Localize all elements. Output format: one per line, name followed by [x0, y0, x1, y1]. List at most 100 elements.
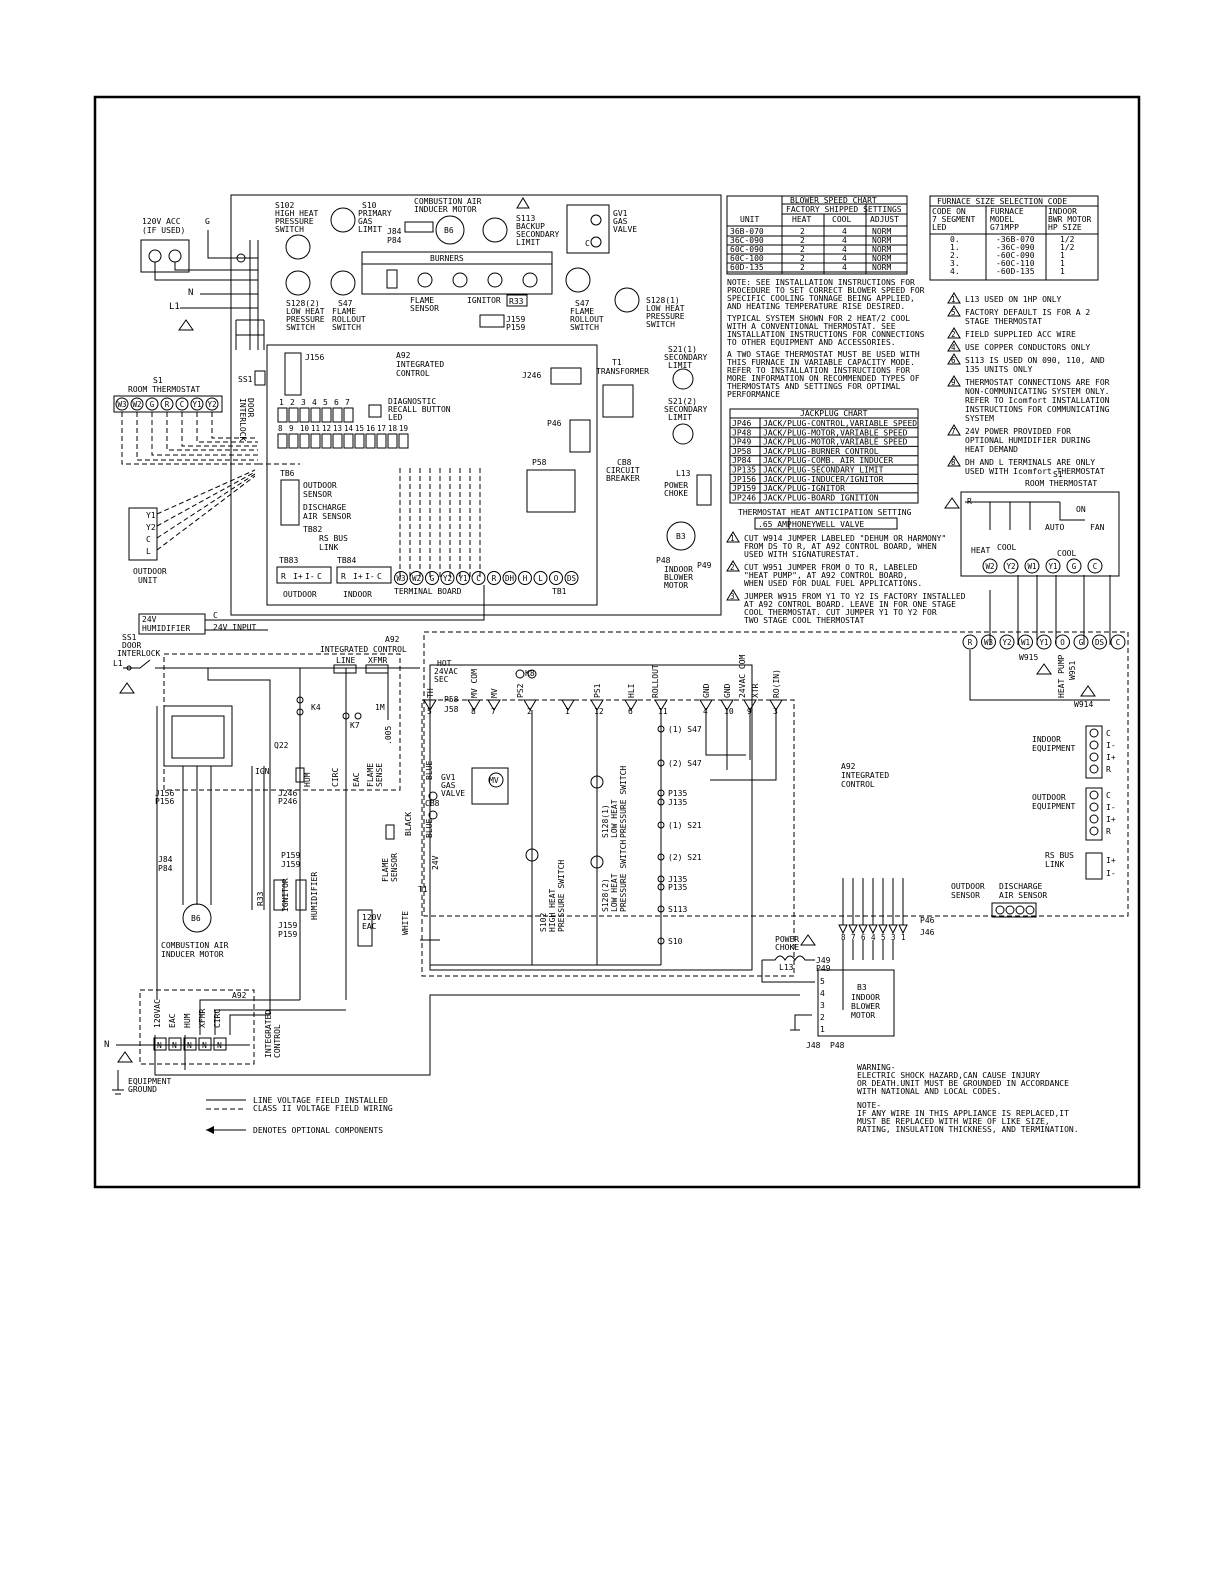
svg-text:P46: P46 — [920, 916, 935, 925]
board-pin — [332, 407, 343, 423]
bottom-term-box — [213, 1037, 227, 1051]
furnace-hp: 1 — [1060, 267, 1065, 276]
note-line: THIS FURNACE IN VARIABLE CAPACITY MODE. — [727, 358, 915, 367]
note-triangle — [947, 305, 961, 317]
note-line: INSTALLATION INSTRUCTIONS FOR CONNECTION… — [727, 330, 925, 339]
jack-id: JP48 — [732, 428, 751, 437]
pin-number: 11 — [658, 707, 668, 716]
pin-label: 24VAC COM — [738, 654, 747, 698]
note-text: "HEAT PUMP", AT A92 CONTROL BOARD, — [744, 571, 908, 580]
svg-text:.65 AMP: .65 AMP — [758, 520, 792, 529]
svg-text:INDOOR: INDOOR — [343, 590, 372, 599]
svg-text:BLOWER: BLOWER — [851, 1002, 880, 1011]
warning-note: WARNING-ELECTRIC SHOCK HAZARD,CAN CAUSE … — [857, 1063, 1079, 1134]
furnace-header: 7 SEGMENT — [932, 215, 976, 224]
svg-text:OUTDOOR: OUTDOOR — [283, 590, 317, 599]
blower-adjust: NORM — [872, 236, 891, 245]
svg-text:IGN: IGN — [255, 767, 270, 776]
blower-heat: 2 — [800, 245, 805, 254]
pin-label: 11 — [311, 424, 320, 433]
right-tstat-y2: Y2 — [1006, 562, 1015, 571]
board-pin — [365, 433, 376, 449]
furnace-model: -60D-135 — [996, 267, 1035, 276]
chain-contact — [657, 875, 665, 883]
svg-text:FLAME: FLAME — [332, 307, 356, 316]
svg-text:J246: J246 — [278, 789, 297, 798]
b3-pin: 2 — [820, 1013, 825, 1022]
blower-unit: 36C-090 — [730, 236, 764, 245]
terminal-y2-ring — [440, 571, 455, 585]
svg-text:SEC: SEC — [434, 675, 449, 684]
note-text: WHEN USED FOR DUAL FUEL APPLICATIONS. — [744, 579, 922, 588]
board-pin — [343, 407, 354, 423]
svg-text:CLASS II VOLTAGE FIELD WIRING: CLASS II VOLTAGE FIELD WIRING — [253, 1104, 393, 1113]
schem-term-c-ring — [1110, 634, 1126, 650]
humidifier-24v: 24V HUMIDIFIER C 24V INPUT — [138, 585, 485, 635]
note-number: 1 — [730, 534, 735, 543]
svg-text:FLAME: FLAME — [410, 296, 434, 305]
blower-adjust: NORM — [872, 254, 891, 263]
p46-pin: 5 — [881, 933, 886, 942]
svg-text:INDOOR: INDOOR — [664, 565, 693, 574]
jack-desc: JACK/PLUG-IGNITOR — [763, 484, 845, 493]
svg-text:P159: P159 — [506, 323, 525, 332]
svg-text:SS1: SS1 — [122, 633, 137, 642]
svg-text:N: N — [104, 1040, 109, 1050]
svg-text:DOOR: DOOR — [122, 641, 141, 650]
furnace-model: -36C-090 — [996, 243, 1035, 252]
terminal-h: H — [523, 574, 528, 583]
notes-block: NOTE: SEE INSTALLATION INSTRUCTIONS FORP… — [727, 278, 925, 399]
left-tstat-y2: Y2 — [207, 400, 216, 409]
control-board — [266, 344, 598, 606]
jack-id: JP246 — [732, 493, 756, 502]
terminal-l-ring — [533, 571, 548, 585]
svg-text:SENSOR: SENSOR — [951, 891, 980, 900]
note-text: L13 USED ON 1HP ONLY — [965, 295, 1062, 304]
note-text: HEAT DEMAND — [965, 445, 1018, 454]
jack-desc: JACK/PLUG-CONTROL,VARIABLE SPEED — [763, 419, 917, 428]
svg-text:N: N — [188, 288, 193, 298]
note-text: NON-COMMUNICATING SYSTEM ONLY. — [965, 387, 1110, 396]
left-tstat-r-ring — [160, 397, 174, 411]
blower-cool: 4 — [842, 254, 847, 263]
bottom-term-label: XFMR — [198, 1009, 207, 1028]
left-tstat-y2-ring — [205, 397, 219, 411]
pin-label: 13 — [333, 424, 342, 433]
note-line: PERFORMANCE — [727, 390, 780, 399]
svg-text:24VAC: 24VAC — [434, 667, 458, 676]
svg-text:P58: P58 — [532, 458, 547, 467]
s102-switch: S102 HIGH HEAT PRESSURE SWITCH — [275, 201, 319, 260]
jack-desc: JACK/PLUG-BURNER CONTROL — [763, 447, 879, 456]
svg-text:INDUCER MOTOR: INDUCER MOTOR — [161, 950, 224, 959]
svg-text:LINK: LINK — [319, 543, 338, 552]
note-text: THERMOSTAT CONNECTIONS ARE FOR — [965, 378, 1110, 387]
right-tstat-y1-ring — [1045, 558, 1061, 574]
chain-label: S113 — [668, 905, 687, 914]
svg-text:XFMR: XFMR — [368, 656, 387, 665]
eq-term — [1089, 752, 1099, 762]
furnace-header: HP SIZE — [1048, 223, 1082, 232]
note-text: USED WITH Icomfort THERMOSTAT — [965, 467, 1105, 476]
terminal-w3-ring — [394, 571, 408, 585]
acc-120v: 120V ACC (IF USED) G N L1 — [140, 217, 265, 350]
left-tstat-y1: Y1 — [192, 400, 201, 409]
jack-desc: JACK/PLUG-INDUCER/IGNITOR — [763, 475, 884, 484]
board-pin — [310, 433, 321, 449]
p46-pin: 8 — [841, 933, 846, 942]
svg-text:SWITCH: SWITCH — [286, 323, 315, 332]
warning-line: NOTE- — [857, 1101, 881, 1110]
svg-text:GAS: GAS — [613, 217, 628, 226]
furnace-size-chart: FURNACE SIZE SELECTION CODE CODE ON7 SEG… — [929, 195, 1099, 281]
pin-chevron — [654, 699, 668, 711]
note-triangle — [726, 531, 740, 543]
pin-number: 6 — [628, 707, 633, 716]
s10-limit: S10 PRIMARY GAS LIMIT — [330, 201, 392, 234]
svg-text:S21(2): S21(2) — [668, 397, 697, 406]
svg-text:SENSOR: SENSOR — [410, 304, 439, 313]
chain-contact — [657, 759, 665, 767]
right-tstat-w2-ring — [982, 558, 998, 574]
